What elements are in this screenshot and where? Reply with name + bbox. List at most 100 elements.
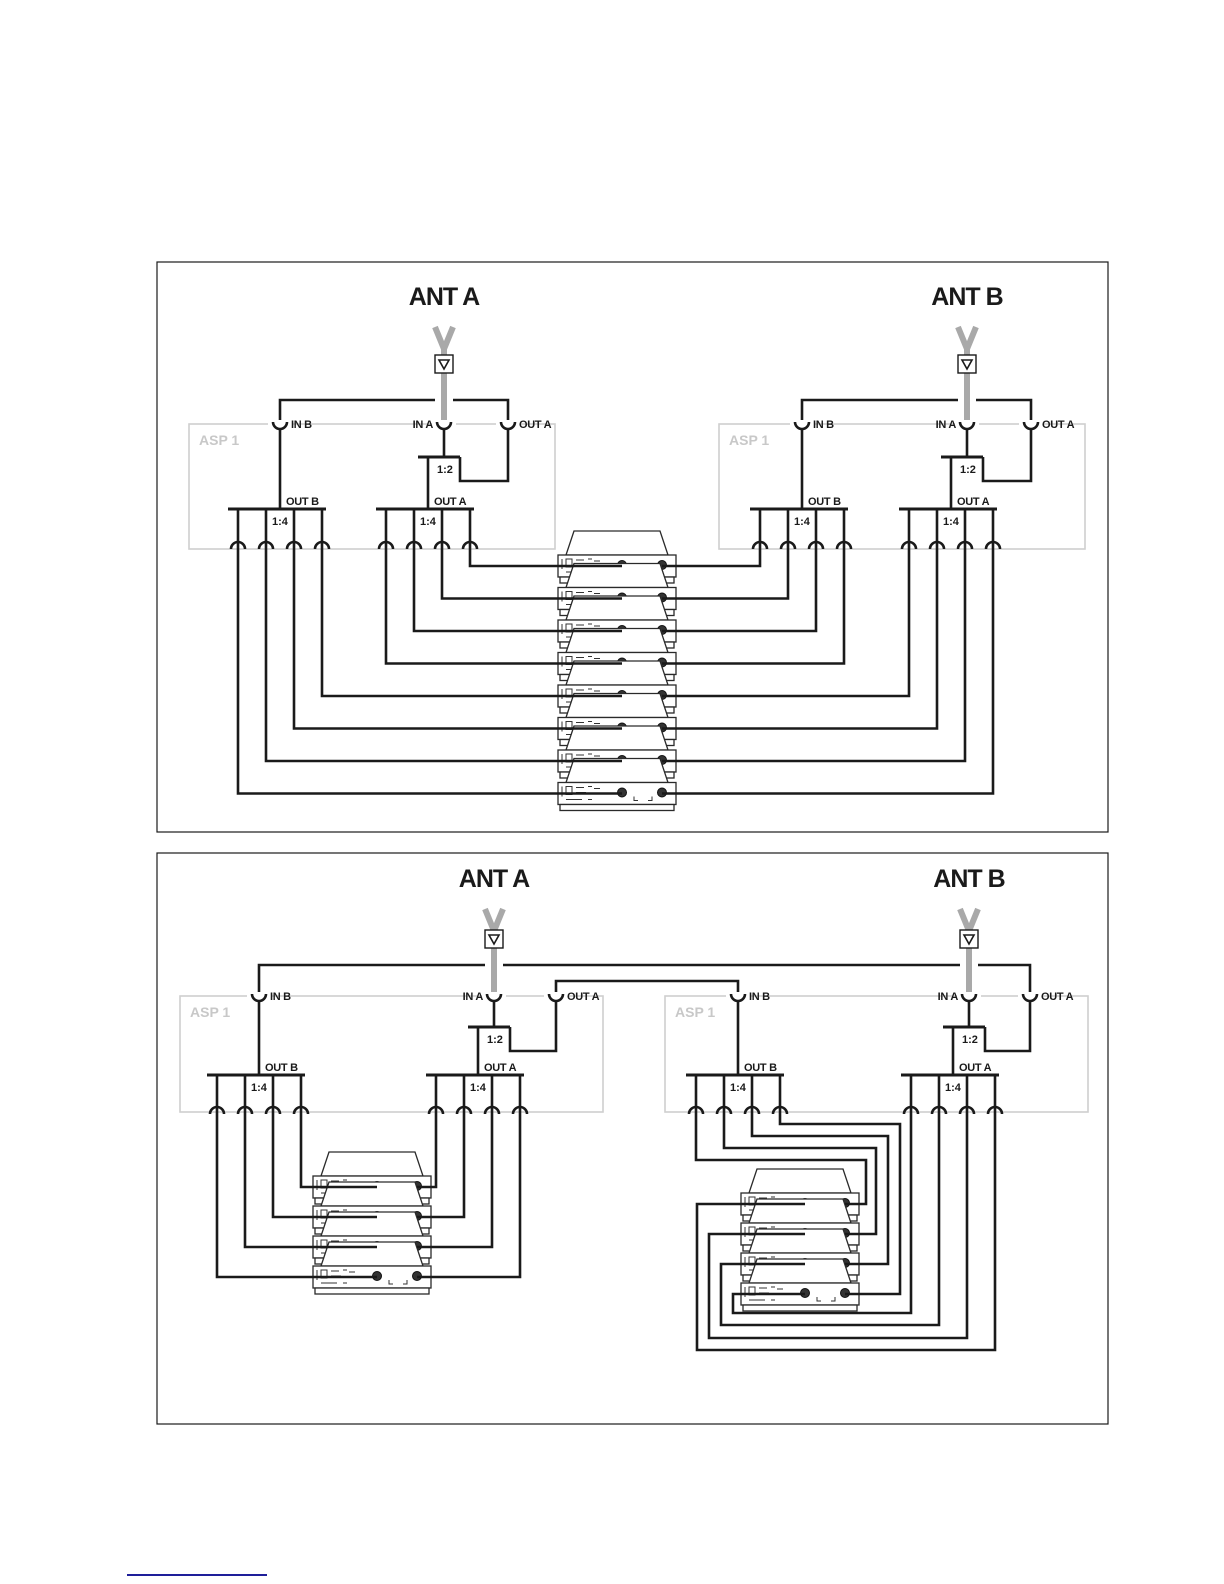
receiver bbox=[557, 757, 677, 812]
connector-icon bbox=[807, 540, 825, 550]
rf-cable bbox=[468, 549, 622, 568]
antenna-label: ANT A bbox=[409, 283, 480, 311]
connector-icon bbox=[779, 540, 797, 550]
asp-label: ASP 1 bbox=[729, 432, 769, 448]
connector-icon bbox=[743, 1105, 761, 1115]
rf-cable bbox=[707, 1114, 969, 1340]
rf-cable bbox=[722, 1114, 878, 1236]
asp-label: ASP 1 bbox=[675, 1004, 715, 1020]
connector-icon bbox=[900, 540, 918, 550]
receiver-top bbox=[320, 1181, 424, 1207]
connector-icon bbox=[984, 540, 1002, 550]
port-label: IN B bbox=[813, 419, 834, 431]
connector-icon bbox=[433, 540, 451, 550]
rf-cable bbox=[417, 1114, 438, 1189]
rf-cable bbox=[215, 1114, 377, 1279]
splitter-ratio-label: 1:4 bbox=[251, 1082, 268, 1094]
internal-wire bbox=[508, 1000, 558, 1053]
antenna-label: ANT A bbox=[459, 865, 530, 893]
port-label: IN A bbox=[936, 419, 957, 431]
splitter-ratio-label: 1:4 bbox=[794, 516, 811, 528]
receiver-panel-marks bbox=[816, 1297, 836, 1302]
amplifier-triangle-icon bbox=[437, 359, 451, 371]
port-label: OUT A bbox=[519, 419, 552, 431]
splitter-ratio-label: 1:4 bbox=[730, 1082, 747, 1094]
rf-cable bbox=[778, 1114, 902, 1296]
port-label: OUT A bbox=[484, 1062, 517, 1074]
connector-icon bbox=[313, 540, 331, 550]
splitter-ratio-label: 1:4 bbox=[420, 516, 437, 528]
cross-cable-left-out-a-to-right-in-b bbox=[554, 979, 740, 996]
port-label: OUT A bbox=[434, 496, 467, 508]
receiver-top bbox=[748, 1198, 852, 1224]
receiver-top bbox=[320, 1241, 424, 1267]
rf-cable bbox=[412, 549, 622, 633]
connector-icon bbox=[427, 1105, 445, 1115]
port-label: IN B bbox=[749, 991, 770, 1003]
port-gap bbox=[1018, 992, 1042, 1000]
rf-cable bbox=[719, 1114, 941, 1327]
rf-cable bbox=[662, 549, 995, 795]
receiver-top bbox=[320, 1151, 424, 1177]
rf-cable bbox=[662, 549, 911, 698]
port-label: IN A bbox=[938, 991, 959, 1003]
splitter-ratio-label: 1:2 bbox=[487, 1034, 503, 1046]
port-gap bbox=[432, 420, 456, 428]
cross-cable-right-out-a-to-left-in-b bbox=[257, 963, 1032, 996]
port-label: OUT B bbox=[808, 496, 841, 508]
connector-icon bbox=[483, 1105, 501, 1115]
footer-link-underline[interactable] bbox=[127, 1574, 267, 1576]
asp-label: ASP 1 bbox=[190, 1004, 230, 1020]
port-gap bbox=[482, 992, 506, 1000]
antenna-icon bbox=[432, 325, 456, 357]
port-label: OUT A bbox=[1042, 419, 1075, 431]
splitter-ratio-label: 1:2 bbox=[960, 464, 976, 476]
antenna-icon bbox=[957, 907, 981, 939]
rf-cable bbox=[695, 1114, 997, 1352]
splitter-ratio-label: 1:4 bbox=[945, 1082, 962, 1094]
rf-cable bbox=[662, 549, 939, 730]
port-gap bbox=[268, 420, 292, 428]
asp-outline bbox=[179, 995, 604, 1113]
rf-cable bbox=[662, 549, 818, 633]
connector-icon bbox=[236, 1105, 254, 1115]
port-label: OUT A bbox=[567, 991, 600, 1003]
port-gap bbox=[1019, 420, 1043, 428]
amplifier-triangle-icon bbox=[487, 934, 501, 946]
receiver-panel-marks bbox=[388, 1280, 408, 1285]
port-label: IN B bbox=[291, 419, 312, 431]
connector-icon bbox=[511, 1105, 529, 1115]
port-label: OUT B bbox=[744, 1062, 777, 1074]
rf-cable bbox=[384, 549, 622, 665]
receiver-top bbox=[565, 530, 669, 556]
port-label: OUT A bbox=[957, 496, 990, 508]
receiver-top bbox=[748, 1258, 852, 1284]
port-label: IN B bbox=[270, 991, 291, 1003]
port-gap bbox=[247, 992, 271, 1000]
antenna-label: ANT B bbox=[933, 865, 1004, 893]
splitter-ratio-label: 1:4 bbox=[470, 1082, 487, 1094]
connector-icon bbox=[687, 1105, 705, 1115]
connector-icon bbox=[285, 540, 303, 550]
port-gap bbox=[496, 420, 520, 428]
loop-cable-out-a-to-in-b bbox=[278, 398, 510, 424]
connector-icon bbox=[930, 1105, 948, 1115]
connector-icon bbox=[715, 1105, 733, 1115]
rf-cable bbox=[320, 549, 622, 698]
rf-cable bbox=[243, 1114, 377, 1249]
rf-cable bbox=[731, 1114, 913, 1315]
connector-icon bbox=[751, 540, 769, 550]
internal-wire bbox=[458, 428, 510, 483]
connector-icon bbox=[292, 1105, 310, 1115]
connector-icon bbox=[928, 540, 946, 550]
port-label: IN A bbox=[413, 419, 434, 431]
rf-cable bbox=[417, 1114, 466, 1219]
rf-cable bbox=[662, 549, 967, 763]
internal-wire bbox=[983, 1000, 1032, 1053]
asp-label: ASP 1 bbox=[199, 432, 239, 448]
